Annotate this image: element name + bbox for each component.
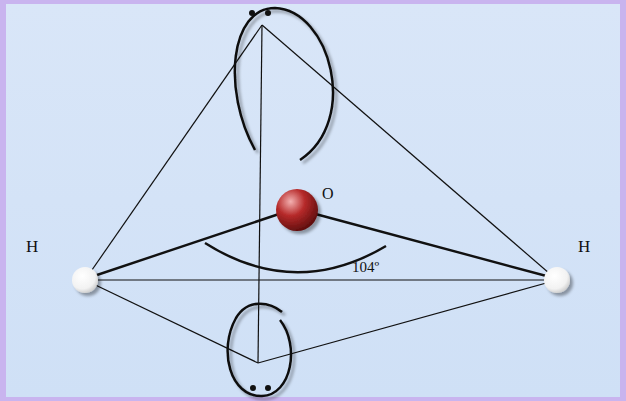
atom-label: H (578, 238, 590, 256)
atom-label: O (322, 185, 334, 203)
atom-label: H (26, 238, 38, 256)
angle-label: 104º (352, 258, 379, 276)
